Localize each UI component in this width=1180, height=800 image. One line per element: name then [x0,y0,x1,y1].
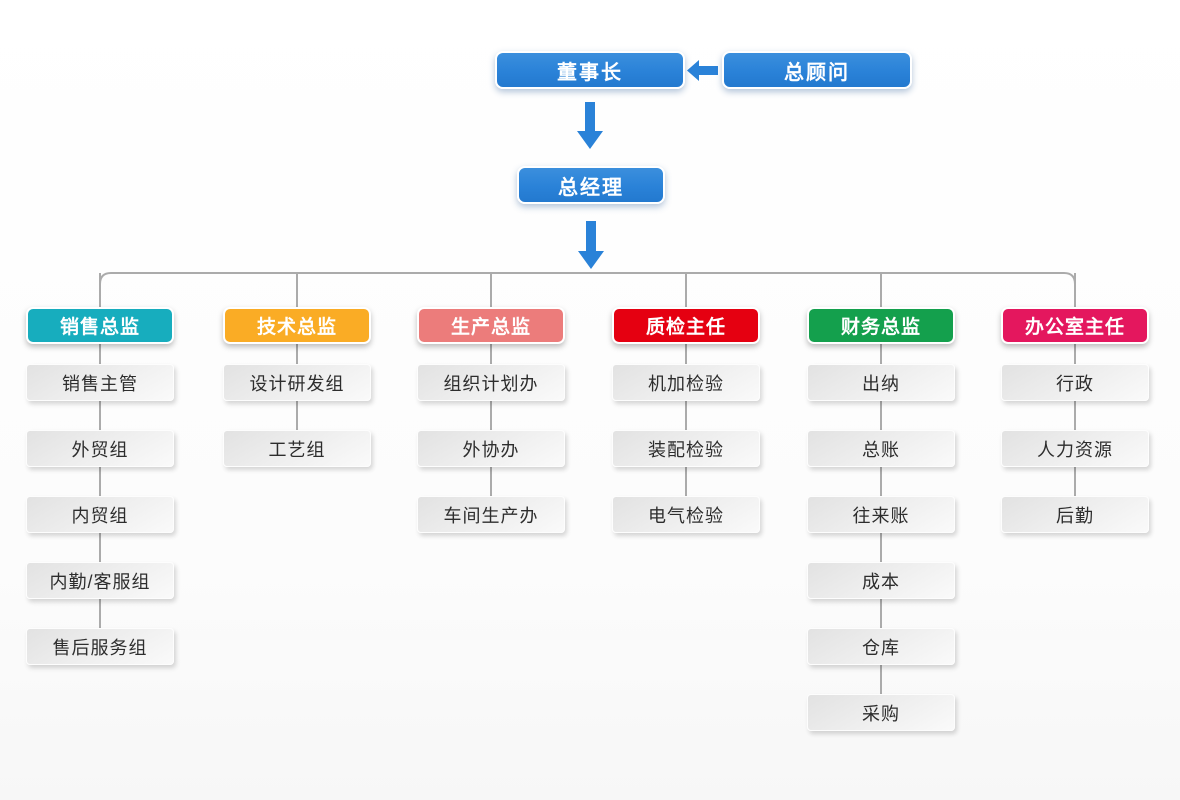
dept-head-finance: 财务总监 [807,307,955,344]
org-node: 外协办 [417,430,565,467]
org-node-general-manager: 总经理 [517,166,665,204]
org-node: 销售主管 [26,364,174,401]
dept-head-technology: 技术总监 [223,307,371,344]
dept-head-office: 办公室主任 [1001,307,1149,344]
org-node-chairman: 董事长 [495,51,685,89]
dept-head-quality: 质检主任 [612,307,760,344]
org-node: 组织计划办 [417,364,565,401]
dept-column-finance: 财务总监 出纳 总账 往来账 成本 仓库 采购 [807,307,955,760]
org-node: 采购 [807,694,955,731]
org-node: 机加检验 [612,364,760,401]
org-node-consultant: 总顾问 [722,51,912,89]
dept-column-production: 生产总监 组织计划办 外协办 车间生产办 [417,307,565,562]
org-node: 售后服务组 [26,628,174,665]
org-node: 内勤/客服组 [26,562,174,599]
org-node: 设计研发组 [223,364,371,401]
org-node: 行政 [1001,364,1149,401]
org-node: 内贸组 [26,496,174,533]
dept-head-sales: 销售总监 [26,307,174,344]
dept-column-sales: 销售总监 销售主管 外贸组 内贸组 内勤/客服组 售后服务组 [26,307,174,694]
org-node: 往来账 [807,496,955,533]
org-node: 总账 [807,430,955,467]
org-node: 电气检验 [612,496,760,533]
org-node: 装配检验 [612,430,760,467]
dept-column-office: 办公室主任 行政 人力资源 后勤 [1001,307,1149,562]
org-node: 仓库 [807,628,955,665]
org-node: 出纳 [807,364,955,401]
org-node: 外贸组 [26,430,174,467]
dept-column-quality: 质检主任 机加检验 装配检验 电气检验 [612,307,760,562]
org-node: 工艺组 [223,430,371,467]
arrow-down-icon [578,221,604,269]
org-node: 成本 [807,562,955,599]
org-node: 人力资源 [1001,430,1149,467]
dept-head-production: 生产总监 [417,307,565,344]
dept-column-technology: 技术总监 设计研发组 工艺组 [223,307,371,496]
arrow-down-icon [577,102,603,149]
arrow-left-icon [687,60,718,81]
org-node: 车间生产办 [417,496,565,533]
org-node: 后勤 [1001,496,1149,533]
